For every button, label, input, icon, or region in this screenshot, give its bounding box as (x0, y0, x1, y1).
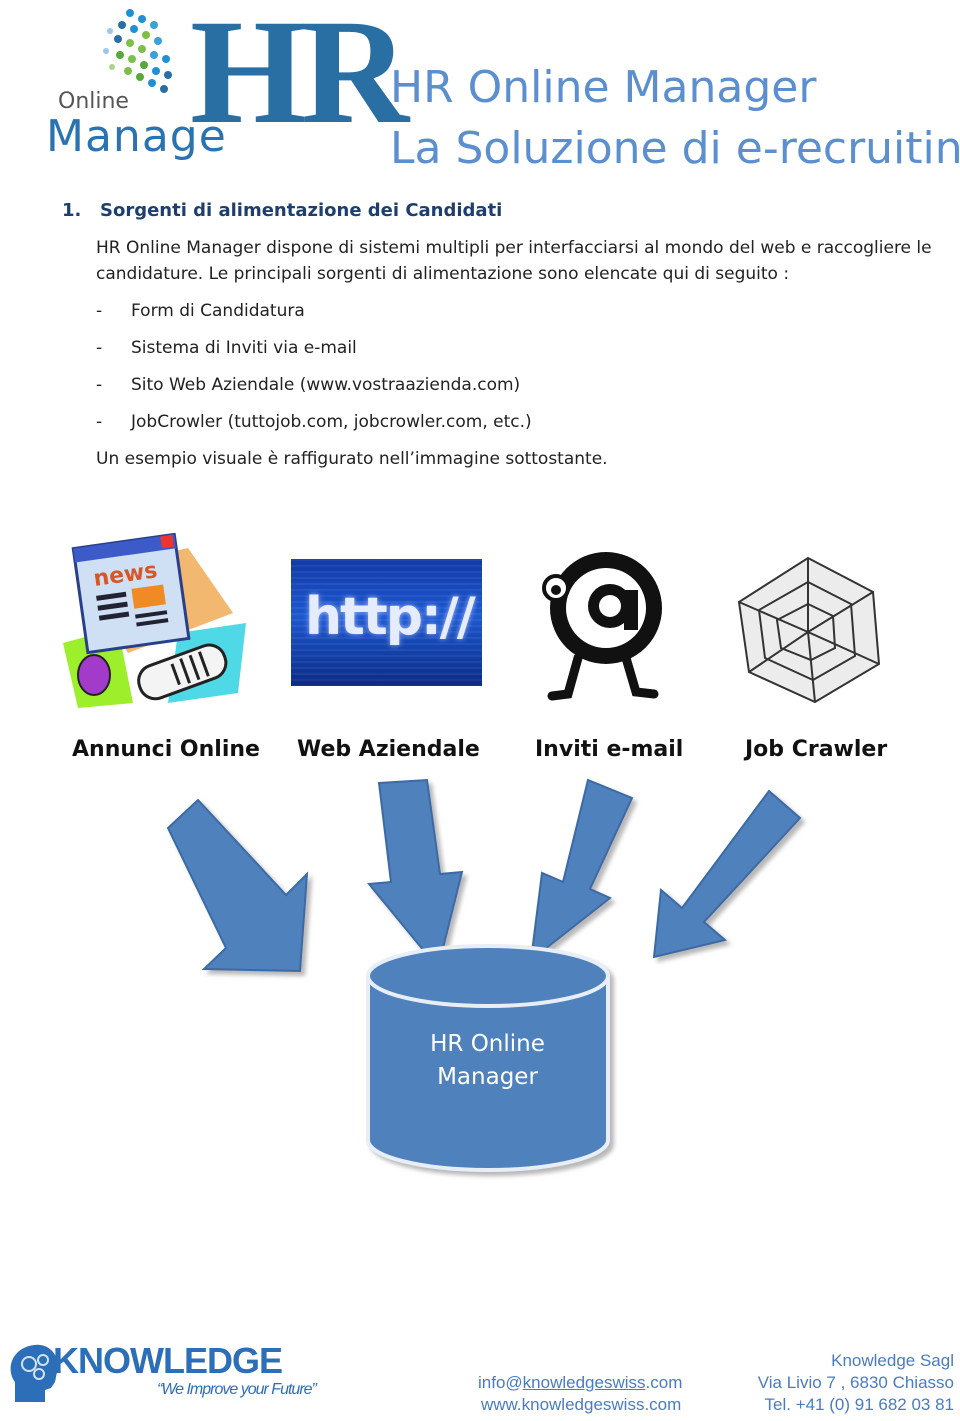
section-heading-text: Sorgenti di alimentazione dei Candidati (100, 200, 503, 221)
news-line (136, 618, 169, 627)
news-picture (131, 584, 166, 609)
arrow-crawler (652, 789, 802, 959)
footer-website-link[interactable]: www.knowledgeswiss.com (481, 1395, 682, 1414)
news-line (97, 601, 128, 611)
knowledge-wordmark: KNOWLEDGE (53, 1340, 283, 1381)
logo-hr-text: HR (190, 0, 409, 155)
database-label-line2: Manager (437, 1064, 538, 1090)
list-item: -Sistema di Inviti via e-mail (96, 338, 357, 358)
section-heading: 1. Sorgenti di alimentazione dei Candidat… (62, 200, 502, 221)
news-clipart-icon: news (63, 533, 246, 708)
at-sign-character-icon (542, 552, 662, 701)
footer-phone: Tel. +41 (0) 91 682 03 81 (764, 1395, 955, 1414)
list-item: -JobCrowler (tuttojob.com, jobcrowler.co… (96, 412, 532, 432)
intro-line-1: HR Online Manager dispone di sistemi mul… (96, 238, 932, 258)
diagram-flow (166, 778, 802, 1172)
http-scanlines (291, 559, 482, 686)
caption-job-crawler: Job Crawler (745, 737, 888, 762)
knowledge-tagline: “We Improve your Future” (157, 1381, 317, 1398)
page-title-line1: HR Online Manager (390, 62, 817, 113)
news-line (135, 610, 168, 619)
dots-grid-icon (103, 9, 172, 93)
email-domain: knowledgeswiss (522, 1373, 646, 1392)
intro-line-2: candidature. Le principali sorgenti di a… (96, 264, 790, 284)
newspaper-roll-icon (137, 643, 228, 701)
footer-email[interactable]: info@knowledgeswiss.com (478, 1373, 682, 1393)
list-item: -Form di Candidatura (96, 301, 305, 321)
email-prefix: info@ (478, 1373, 523, 1392)
caption-annunci-online: Annunci Online (72, 737, 260, 762)
news-line (98, 611, 130, 621)
database-cylinder (366, 944, 610, 1172)
arrow-annunci (166, 798, 309, 973)
news-line (96, 591, 127, 601)
http-text: http:// (305, 587, 476, 647)
list-item: -Sito Web Aziendale (www.vostraazienda.c… (96, 375, 521, 395)
hr-online-manager-logo: HR Online Manage (40, 0, 409, 175)
knowledge-logo: KNOWLEDGE “We Improve your Future” (5, 1340, 325, 1410)
email-suffix: .com (645, 1373, 683, 1392)
footer-address: Via Livio 7 , 6830 Chiasso (757, 1373, 954, 1392)
arrow-email (529, 778, 634, 963)
news-window-titlebar (73, 534, 177, 563)
news-close-icon (160, 534, 174, 549)
arrow-web (367, 778, 464, 971)
section-number: 1. (62, 200, 82, 221)
closing-text: Un esempio visuale è raffigurato nell’im… (96, 449, 608, 469)
caption-web-aziendale: Web Aziendale (297, 737, 480, 762)
brain-head-icon (10, 1344, 58, 1402)
caption-inviti-email: Inviti e-mail (535, 737, 684, 762)
database-label-line1: HR Online (430, 1031, 545, 1057)
spider-web-icon (737, 556, 881, 704)
footer-company: Knowledge Sagl (831, 1351, 954, 1370)
logo-manage-text: Manage (46, 111, 227, 162)
page-title-line2: La Soluzione di e-recruiting (390, 123, 960, 174)
mouse-icon (77, 654, 111, 696)
http-image: http:// (291, 559, 482, 686)
logo-online-text: Online (58, 89, 129, 114)
